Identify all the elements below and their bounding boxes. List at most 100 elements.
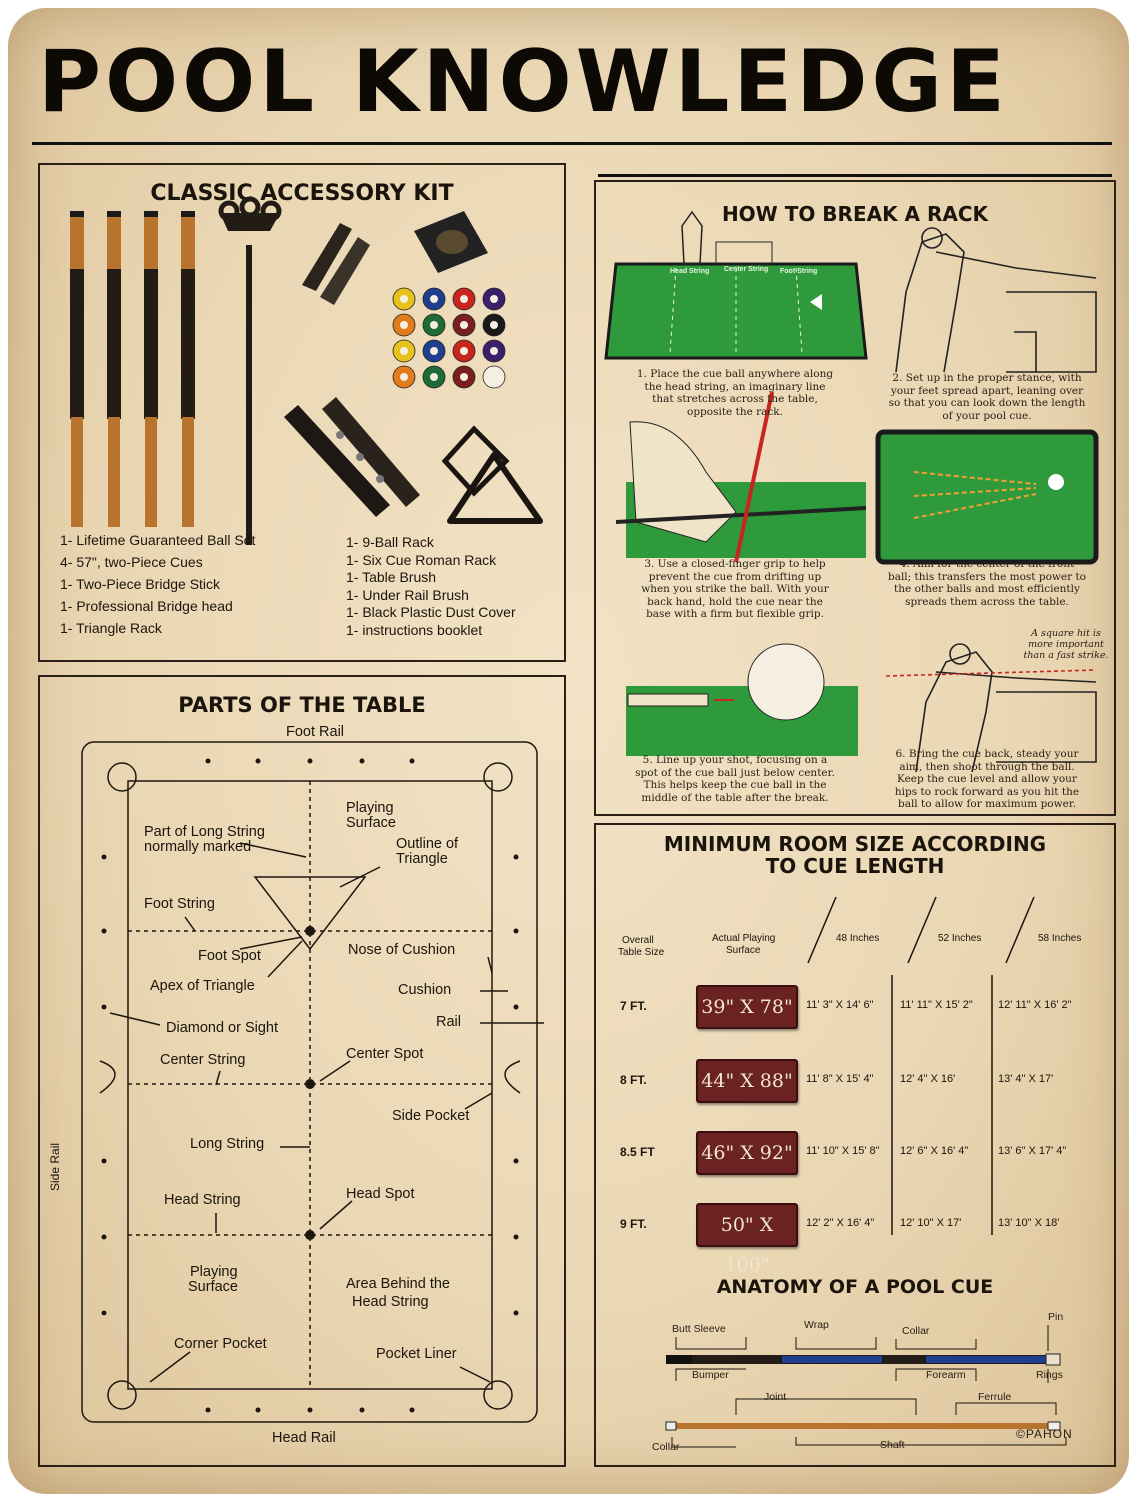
ball-number-dot: [430, 321, 438, 329]
room-size-value: 11' 10" X 15' 8": [806, 1145, 880, 1157]
room-size-heading-line1: MINIMUM ROOM SIZE ACCORDING: [663, 832, 1047, 856]
ball-number-dot: [400, 347, 408, 355]
step3-grip: [615, 391, 867, 563]
step4-table: [875, 429, 1099, 565]
center-string-label: Center String: [160, 1052, 246, 1068]
ball-number-dot: [430, 373, 438, 381]
foot-rail-label: Foot Rail: [286, 724, 345, 740]
page-title: POOL KNOWLEDGE: [38, 32, 1009, 132]
surface-plate: 44" X 88": [696, 1059, 798, 1103]
ball-number-dot: [430, 295, 438, 303]
diamond: [205, 1407, 211, 1413]
table-string-label: Center String: [724, 266, 769, 273]
break-step-line: 3. Use a closed-finger grip to help: [644, 558, 826, 570]
surface-plate: 39" X 78": [696, 985, 798, 1029]
outline-triangle-label: Triangle: [396, 851, 448, 867]
dust-cover: [414, 211, 488, 273]
diamond: [101, 928, 107, 934]
diamond: [101, 1234, 107, 1240]
ball-set: [392, 287, 506, 389]
rail-label: Rail: [436, 1014, 461, 1030]
table-brushes: [302, 223, 370, 305]
head-rail-label: Head Rail: [272, 1430, 336, 1446]
cue-butt-wood: [144, 213, 158, 271]
kit-item: 1- Table Brush: [346, 569, 437, 585]
pocket-liner-label: Pocket Liner: [376, 1346, 457, 1362]
cue-label-shaft: Shaft: [880, 1439, 905, 1451]
step6-player: [885, 643, 1097, 773]
area-behind-label: Head String: [352, 1294, 429, 1310]
cue-label-bumper: Bumper: [692, 1369, 729, 1381]
row-table-size: 8.5 FT: [620, 1145, 655, 1159]
head-spot-label: Head Spot: [346, 1186, 415, 1202]
cue-butt-wood: [70, 213, 84, 271]
break-step-line: aim, then shoot through the ball.: [899, 760, 1075, 773]
kit-item: 1- Two-Piece Bridge Stick: [60, 576, 221, 592]
room-size-value: 11' 11" X 15' 2": [900, 999, 973, 1011]
row-table-size: 9 FT.: [620, 1217, 647, 1231]
room-size-guides: [807, 896, 1035, 1235]
head-string-label: Head String: [164, 1192, 241, 1208]
diamond: [101, 1004, 107, 1010]
col-header-cue: 58 Inches: [1038, 933, 1082, 944]
ball-number-dot: [490, 321, 498, 329]
room-size-value: 13' 4" X 17': [998, 1073, 1054, 1085]
kit-item: 1- Triangle Rack: [60, 620, 162, 636]
area-behind-label: Area Behind the: [346, 1276, 450, 1292]
cue-wrap: [144, 269, 158, 419]
diamond: [359, 758, 365, 764]
diamond: [307, 1407, 313, 1413]
break-step-line: that stretches across the table,: [652, 393, 818, 405]
diamond: [513, 928, 519, 934]
sign-background: POOL KNOWLEDGE CLASSIC ACCESSORY KIT: [8, 8, 1129, 1494]
break-step-line: spot of the cue ball just below center.: [635, 766, 835, 779]
ball-number-dot: [490, 295, 498, 303]
diamond: [359, 1407, 365, 1413]
room-size-panel: MINIMUM ROOM SIZE ACCORDING TO CUE LENGT…: [594, 823, 1116, 1467]
break-step-line: of your pool cue.: [942, 409, 1032, 422]
cue-label-forearm: Forearm: [926, 1369, 966, 1381]
long-string-marked-label: normally marked: [144, 839, 252, 855]
col-header-actual: Actual Playing: [712, 933, 776, 944]
break-step-line: so that you can look down the length: [888, 397, 1086, 409]
playing-surface-label: Surface: [188, 1279, 238, 1295]
ball-number-dot: [460, 321, 468, 329]
step2-player: [895, 227, 1097, 373]
step1-table: [604, 210, 868, 360]
cue-shaft: [108, 417, 120, 527]
outline-triangle-label: Outline of: [396, 836, 459, 852]
break-step-line: base with a firm but flexible grip.: [646, 608, 824, 620]
diamond: [307, 758, 313, 764]
foot-string-label: Foot String: [144, 896, 215, 912]
kit-item: 1- 9-Ball Rack: [346, 534, 434, 550]
cue-label-butt-sleeve: Butt Sleeve: [672, 1323, 726, 1335]
diamond: [205, 758, 211, 764]
room-size-value: 12' 4" X 16': [900, 1073, 956, 1085]
title-divider: [32, 142, 1112, 145]
center-spot-label: Center Spot: [346, 1046, 424, 1062]
break-step-line: 6. Bring the cue back, steady your: [895, 748, 1079, 760]
diamond-label: Diamond or Sight: [166, 1020, 279, 1036]
nine-ball-rack: [441, 425, 510, 497]
break-step-line: 4. Aim for the center of the front: [899, 558, 1075, 570]
kit-item: 1- Under Rail Brush: [346, 586, 469, 603]
break-step-line: back hand, hold the cue near the: [647, 595, 823, 608]
bridge-stick: [218, 196, 282, 545]
cue-butt-wood: [181, 213, 195, 271]
cue-label-collar-bottom: Collar: [652, 1441, 680, 1453]
room-size-value: 11' 3" X 14' 6": [806, 999, 874, 1011]
break-step-line: when you strike the ball. With your: [641, 583, 829, 595]
break-step-line: your feet spread apart, leaning over: [890, 384, 1084, 397]
playing-surface-label: Playing: [346, 800, 394, 816]
diamond: [409, 1407, 415, 1413]
break-step-line: opposite the rack.: [687, 405, 783, 418]
kit-item: 1- Black Plastic Dust Cover: [346, 604, 516, 620]
break-step-line: This helps keep the cue ball in the: [643, 779, 827, 791]
pool-ball: [482, 365, 506, 389]
cue-shaft: [71, 417, 83, 527]
foot-spot-label: Foot Spot: [198, 948, 261, 964]
row-table-size: 8 FT.: [620, 1073, 647, 1087]
break-rack-illustrations: [604, 210, 1099, 773]
